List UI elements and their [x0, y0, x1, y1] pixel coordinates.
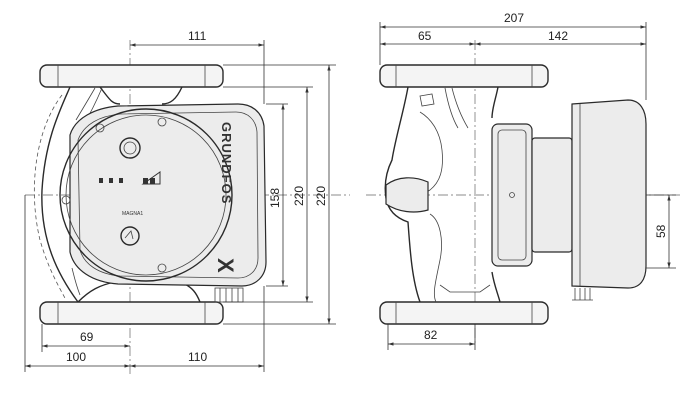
- dim-158: 158: [266, 103, 288, 287]
- brand-x-mark: X: [213, 258, 238, 274]
- svg-text:69: 69: [80, 330, 94, 344]
- control-face-circle: [59, 108, 233, 282]
- screw-top-left: [95, 123, 105, 133]
- svg-text:207: 207: [504, 11, 524, 25]
- svg-text:58: 58: [654, 224, 668, 238]
- housing-hidden-outline: [33, 94, 67, 301]
- motor-stator: [531, 137, 573, 253]
- bottom-knob: [120, 226, 140, 246]
- top-knob: [119, 137, 141, 159]
- side-view: 207 65 142 82 58: [366, 11, 680, 350]
- model-label: MAGNA1: [122, 211, 143, 217]
- svg-text:220: 220: [292, 186, 306, 206]
- cable-entry: [214, 287, 244, 303]
- pump-housing: [41, 86, 201, 303]
- svg-text:110: 110: [188, 350, 207, 364]
- side-spout: [385, 177, 429, 213]
- dim-58: 58: [646, 194, 676, 269]
- dim-82: 82: [387, 324, 476, 350]
- dim-220-inner: 220: [223, 86, 313, 303]
- dim-207: 207: [379, 11, 647, 100]
- side-cable-connector: [572, 288, 593, 301]
- dim-100-110: 100 110: [24, 195, 265, 372]
- side-top-flange: [379, 64, 549, 88]
- svg-text:158: 158: [268, 188, 282, 208]
- front-top-flange: [39, 64, 224, 88]
- front-bottom-flange: [39, 301, 224, 325]
- dim-69: 69: [41, 324, 130, 352]
- svg-text:65: 65: [418, 29, 432, 43]
- svg-text:220: 220: [314, 186, 328, 206]
- screw-left: [61, 195, 71, 205]
- svg-text:111: 111: [188, 29, 207, 43]
- front-view: MAGNA1 GRUNDFOS X 111 158 220: [24, 29, 350, 375]
- side-bottom-flange: [379, 301, 549, 325]
- screw-top-right: [157, 117, 167, 127]
- center-marker: [509, 192, 515, 198]
- screw-bottom-right: [157, 263, 167, 273]
- svg-text:82: 82: [424, 328, 438, 342]
- brand-name: GRUNDFOS: [219, 122, 234, 204]
- svg-text:142: 142: [548, 29, 568, 43]
- control-box: [69, 103, 267, 287]
- led-indicators: [99, 178, 123, 183]
- dim-220-outer: 220: [223, 64, 336, 325]
- side-control-box: [571, 99, 647, 289]
- svg-text:100: 100: [66, 350, 86, 364]
- dim-65-142: 65 142: [380, 29, 646, 46]
- dim-111: 111: [130, 29, 265, 104]
